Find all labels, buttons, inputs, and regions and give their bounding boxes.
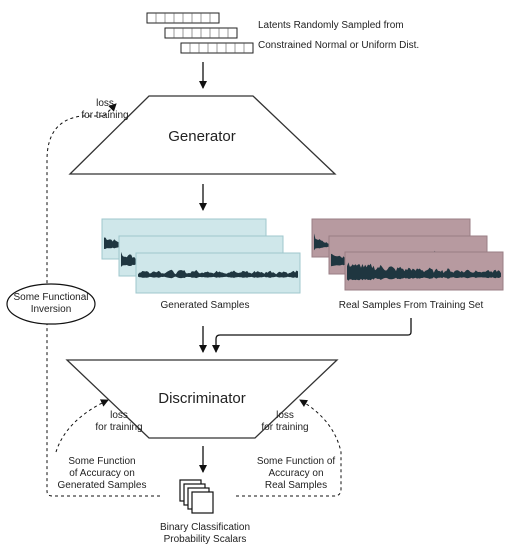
accuracy-generated-line-3: Generated Samples xyxy=(57,480,147,491)
inversion-ellipse xyxy=(6,283,96,325)
feedback-loop-left xyxy=(46,115,160,497)
accuracy-generated-label: Some Function of Accuracy on Generated S… xyxy=(50,456,154,492)
latent-vectors xyxy=(146,12,254,54)
arrow-loss-to-generator xyxy=(103,103,117,117)
loss-left-line-1: loss xyxy=(110,410,128,421)
latents-label-line-1: Latents Randomly Sampled from xyxy=(258,20,404,31)
discriminator-label: Discriminator xyxy=(158,390,246,407)
loss-right-line-1: loss xyxy=(276,410,294,421)
real-samples-stack xyxy=(311,218,504,291)
latents-label-line-2: Constrained Normal or Uniform Dist. xyxy=(258,40,420,51)
real-waveform-3 xyxy=(347,262,501,281)
inversion-label: Some Functional Inversion xyxy=(7,292,95,316)
generated-samples-stack xyxy=(101,218,301,294)
inversion-line-2: Inversion xyxy=(30,304,72,315)
loss-left-line-2: for training xyxy=(95,422,143,433)
generated-waveform-3 xyxy=(138,269,298,279)
arrow-loss-left-discriminator xyxy=(55,399,109,453)
loss-top-label: loss for training xyxy=(72,98,138,122)
arrow-real-to-discriminator xyxy=(212,318,412,353)
accuracy-real-label: Some Function of Accuracy on Real Sample… xyxy=(240,456,352,492)
output-stack-icon xyxy=(179,479,214,514)
loss-right-line-2: for training xyxy=(261,422,309,433)
generator-label: Generator xyxy=(168,128,236,145)
feedback-loop-right xyxy=(236,399,342,497)
output-line-1: Binary Classification xyxy=(159,522,251,533)
accuracy-real-line-1: Some Function of Accuracy on xyxy=(256,456,336,479)
output-line-2: Probability Scalars xyxy=(163,534,247,545)
accuracy-real-line-2: Real Samples xyxy=(264,480,328,491)
latents-label: Latents Randomly Sampled from Constraine… xyxy=(258,20,419,52)
loss-top-line-1: loss xyxy=(96,98,114,109)
inversion-line-1: Some Functional xyxy=(13,292,89,303)
loss-left-label: loss for training xyxy=(86,410,152,434)
discriminator-shape xyxy=(65,359,339,439)
output-label: Binary Classification Probability Scalar… xyxy=(140,522,270,546)
accuracy-generated-line-1: Some Function xyxy=(68,456,136,467)
accuracy-generated-line-2: of Accuracy on xyxy=(69,468,135,479)
generated-samples-label: Generated Samples xyxy=(160,300,250,311)
loss-right-label: loss for training xyxy=(252,410,318,434)
real-samples-label: Real Samples From Training Set xyxy=(338,300,484,311)
generator-shape xyxy=(68,95,337,175)
loss-top-line-2: for training xyxy=(81,110,129,121)
